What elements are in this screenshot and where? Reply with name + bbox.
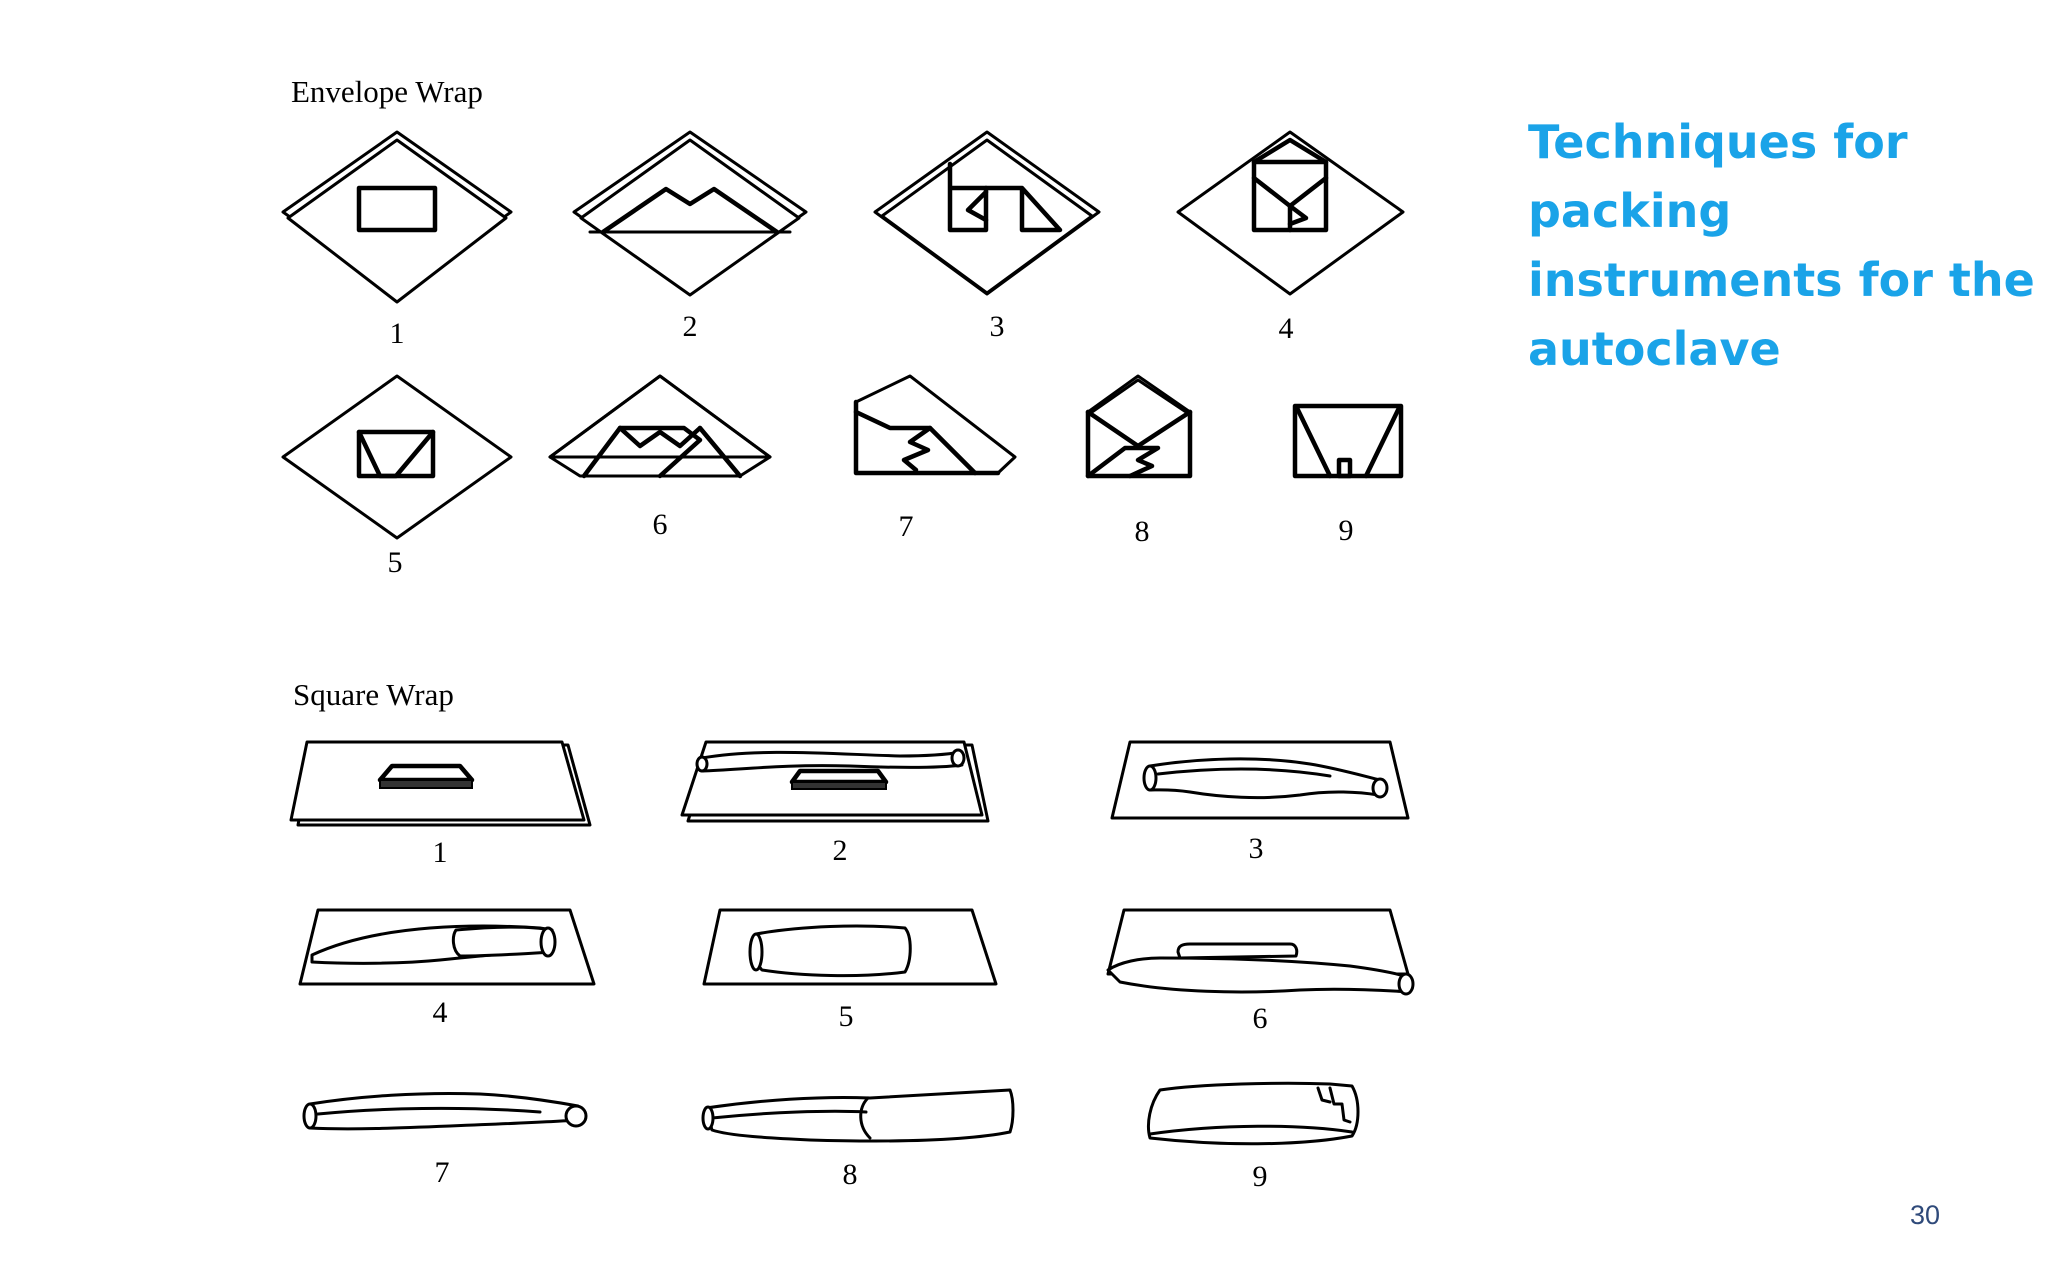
envelope-step-8-label: 8	[1135, 515, 1150, 548]
envelope-step-5-label: 5	[388, 546, 403, 579]
envelope-step-7-label: 7	[899, 510, 914, 543]
square-step-1-label: 1	[433, 836, 448, 869]
square-step-3: 3	[1110, 740, 1410, 865]
envelope-step-6: 6	[548, 374, 772, 541]
square-step-4-label: 4	[433, 996, 448, 1029]
slide-title: Techniques for packing instruments for t…	[1528, 108, 2035, 384]
square-step-9-label: 9	[1253, 1160, 1268, 1193]
square-wrap-heading: Square Wrap	[293, 677, 454, 712]
square-step-4: 4	[298, 908, 596, 1029]
envelope-step-4: 4	[1176, 130, 1405, 345]
square-step-2-label: 2	[833, 834, 848, 867]
square-step-8: 8	[701, 1088, 1015, 1191]
envelope-wrap-section: Envelope Wrap 1 2 3	[281, 74, 1405, 579]
envelope-step-1: 1	[281, 130, 513, 350]
square-step-2: 2	[680, 740, 990, 867]
envelope-step-9: 9	[1292, 403, 1404, 547]
slide-title-line-4: autoclave	[1528, 322, 1781, 376]
slide-title-line-1: Techniques for	[1528, 115, 1908, 169]
square-wrap-section: Square Wrap 1 2 3	[289, 677, 1415, 1193]
envelope-step-2-label: 2	[683, 310, 698, 343]
square-step-8-label: 8	[843, 1158, 858, 1191]
envelope-step-3-label: 3	[990, 310, 1005, 343]
slide-title-line-2: packing	[1528, 184, 1732, 238]
square-step-6: 6	[1106, 908, 1415, 1035]
square-step-5: 5	[702, 908, 998, 1033]
envelope-step-9-label: 9	[1339, 514, 1354, 547]
envelope-step-2: 2	[572, 130, 808, 343]
envelope-step-1-label: 1	[390, 317, 405, 350]
envelope-step-7: 7	[853, 374, 1017, 543]
slide-title-line-3: instruments for the	[1528, 253, 2035, 307]
slide-page-number: 30	[1909, 1200, 1941, 1230]
envelope-step-3: 3	[873, 130, 1101, 343]
envelope-wrap-heading: Envelope Wrap	[291, 74, 483, 109]
square-step-7: 7	[302, 1092, 588, 1189]
square-step-1: 1	[289, 740, 592, 869]
envelope-step-5: 5	[281, 374, 513, 579]
envelope-step-4-label: 4	[1279, 312, 1294, 345]
square-step-5-label: 5	[839, 1000, 854, 1033]
envelope-step-6-label: 6	[653, 508, 668, 541]
square-step-9: 9	[1146, 1081, 1360, 1193]
square-step-7-label: 7	[435, 1156, 450, 1189]
square-step-3-label: 3	[1249, 832, 1264, 865]
envelope-step-8: 8	[1085, 374, 1193, 548]
square-step-6-label: 6	[1253, 1002, 1268, 1035]
